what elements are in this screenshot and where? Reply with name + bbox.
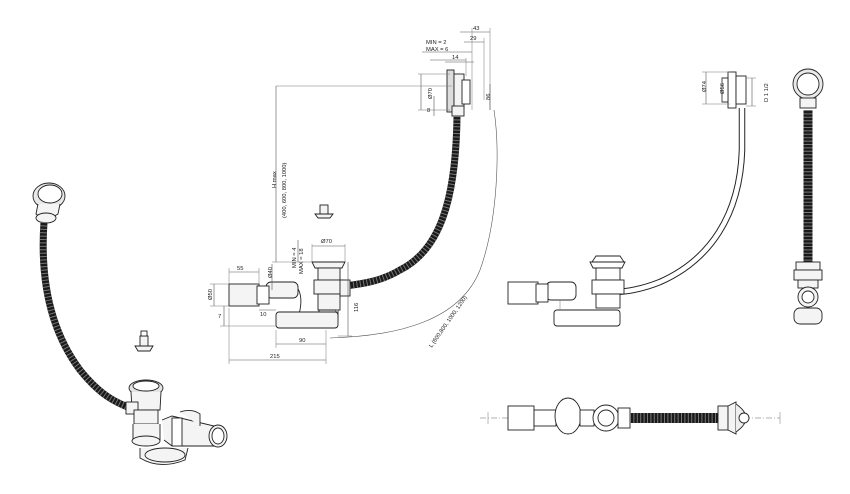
small-fitting — [134, 330, 154, 352]
label-215: 215 — [270, 354, 280, 360]
perspective-view — [32, 182, 228, 465]
side-drain — [228, 261, 351, 329]
front-view: Ø74 Ø56 D 1 1/2 — [507, 71, 770, 327]
label-max: MAX = 6 — [426, 47, 448, 53]
end-view — [792, 68, 824, 325]
label-43: 43 — [473, 26, 479, 32]
label-8: 8 — [427, 108, 430, 114]
side-dimensions — [210, 28, 498, 364]
label-dia70b: Ø70 — [321, 239, 332, 245]
label-dia50: Ø50 — [208, 289, 214, 300]
label-min4: MIN = 4 — [292, 247, 298, 268]
overflow-cap — [32, 182, 66, 224]
label-min: MIN = 2 — [426, 40, 446, 46]
label-10: 10 — [260, 312, 266, 318]
label-hvalues: (400, 600, 800, 1000) — [282, 162, 288, 218]
label-86: 86 — [486, 94, 492, 100]
front-tube — [611, 108, 746, 296]
side-hose — [344, 115, 461, 290]
drain-assembly — [125, 379, 228, 465]
top-view — [480, 397, 781, 435]
overflow-plate — [446, 69, 471, 117]
label-7: 7 — [218, 314, 221, 320]
label-dia56: Ø56 — [720, 83, 726, 94]
label-dia70: Ø70 — [428, 88, 434, 99]
perspective-hose — [39, 221, 132, 412]
label-116: 116 — [354, 303, 360, 312]
front-drain — [507, 255, 626, 327]
label-max18: MAX = 18 — [299, 248, 305, 274]
label-29: 29 — [470, 36, 476, 42]
side-view: MIN = 2 MAX = 6 43 29 14 Ø70 8 86 H max … — [208, 26, 498, 364]
label-d112: D 1 1/2 — [764, 83, 770, 102]
label-55: 55 — [237, 266, 243, 272]
label-90: 90 — [299, 338, 305, 344]
label-length: L (600,800, 1000, 1200) — [428, 295, 468, 349]
label-hmax: H max — [272, 171, 278, 188]
label-14: 14 — [452, 55, 459, 61]
label-dia40: Ø40 — [268, 267, 274, 278]
floating-part — [314, 204, 334, 219]
label-dia74: Ø74 — [702, 80, 708, 92]
